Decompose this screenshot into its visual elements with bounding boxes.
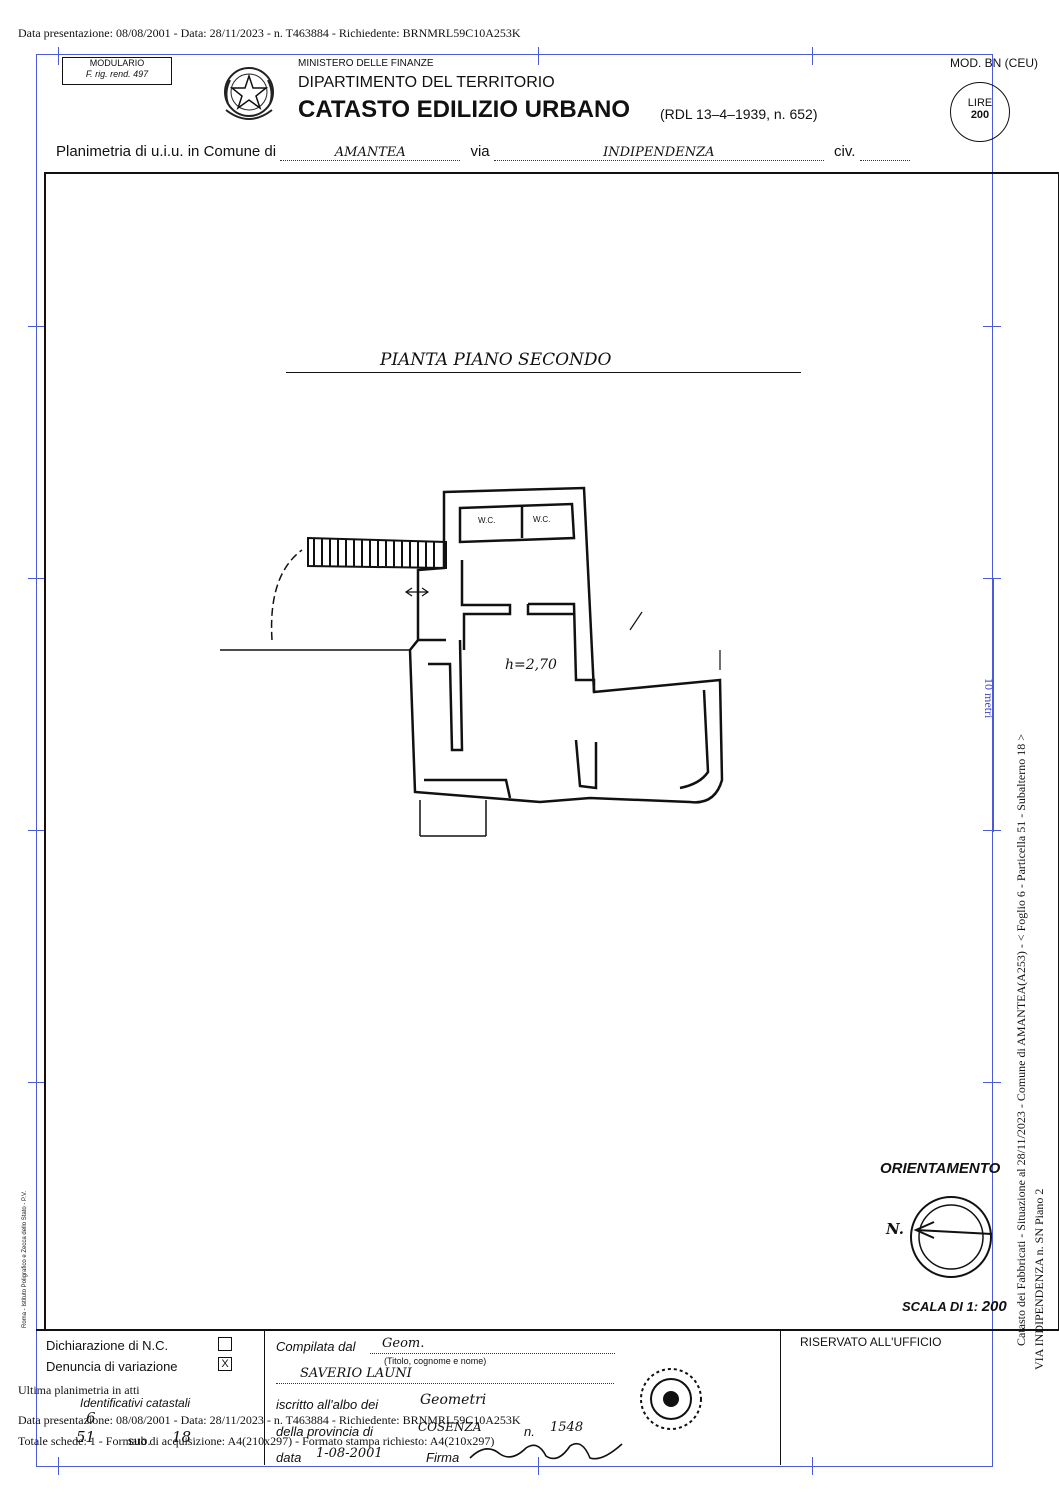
iscritto-label: iscritto all'albo dei [276, 1397, 379, 1412]
firma-label: Firma [426, 1450, 460, 1465]
north-arrow-icon [906, 1192, 996, 1282]
scale-bar-tick-top [987, 578, 999, 579]
modulario-label: MODULARIO [89, 58, 145, 68]
dichiarazione-row: Dichiarazione di N.C. [46, 1338, 168, 1353]
orientamento-label: ORIENTAMENTO [880, 1160, 1001, 1177]
identificativi-label: Identificativi catastali [80, 1396, 191, 1410]
denuncia-checkbox[interactable]: X [218, 1357, 232, 1371]
footer-divider-2 [780, 1329, 781, 1465]
floor-plan [210, 480, 740, 840]
north-label: N. [886, 1220, 904, 1238]
wc-label-1: W.C. [478, 516, 496, 525]
via-value: INDIPENDENZA [493, 145, 824, 161]
scale-bar-tick-bottom [987, 830, 999, 831]
scala-row: SCALA DI 1: 200 [902, 1298, 1007, 1315]
plan-title: PIANTA PIANO SECONDO [380, 350, 612, 370]
civ-label: civ. [833, 143, 856, 160]
modulario-box: MODULARIO F. rig. rend. 497 [62, 57, 172, 85]
printer-note: Roma - Istituto Poligrafico e Zecca dell… [22, 1190, 28, 1328]
planimetria-label: Planimetria di u.i.u. in Comune di [56, 143, 277, 160]
planimetria-row: Planimetria di u.i.u. in Comune di AMANT… [56, 143, 1046, 163]
wc-label-2: W.C. [533, 515, 551, 524]
provincia-label: della provincia di [276, 1424, 373, 1439]
modulario-ref: F. rig. rend. 497 [85, 69, 149, 79]
footer-divider-1 [264, 1329, 265, 1465]
denuncia-label: Denuncia di variazione [46, 1359, 178, 1374]
n-label: n. [524, 1424, 535, 1439]
model-code: MOD. BN (CEU) [950, 56, 1038, 70]
data-presentazione-footer: Data presentazione: 08/08/2001 - Data: 2… [18, 1413, 521, 1427]
scala-label: SCALA DI 1: [902, 1299, 979, 1314]
nome-value: SAVERIO LAUNI [300, 1366, 412, 1381]
provincia-value: COSENZA [418, 1420, 482, 1434]
signature-icon [466, 1436, 626, 1466]
stamp-line1: LIRE [967, 97, 993, 109]
nome-dots [276, 1383, 614, 1384]
compilata-dots [370, 1353, 615, 1354]
stamp-circle: LIRE 200 [950, 82, 1010, 142]
official-seal-icon [636, 1364, 706, 1434]
particella-value: 51 [76, 1428, 96, 1446]
comune-value: AMANTEA [280, 145, 461, 161]
document-title: CATASTO EDILIZIO URBANO [298, 96, 630, 123]
footer-frame [36, 1329, 991, 1467]
compilata-value: Geom. [382, 1336, 425, 1351]
ministry-label: MINISTERO DELLE FINANZE [298, 58, 434, 69]
law-reference: (RDL 13–4–1939, n. 652) [660, 106, 818, 122]
compilata-label: Compilata dal [276, 1339, 356, 1354]
dichiarazione-label: Dichiarazione di N.C. [46, 1338, 169, 1353]
sub-label: sub. [128, 1434, 151, 1448]
titolo-label: (Titolo, cognome e nome) [384, 1356, 487, 1366]
department-label: DIPARTIMENTO DEL TERRITORIO [298, 74, 555, 91]
data-label: data [276, 1450, 302, 1465]
scale-bar-line [993, 578, 994, 832]
plan-title-underline [286, 372, 801, 373]
totale-schede: Totale schede: 1 - Formato di acquisizio… [18, 1434, 495, 1448]
scala-value: 200 [981, 1298, 1007, 1315]
civ-value [859, 143, 910, 161]
riservato-label: RISERVATO ALL'UFFICIO [800, 1335, 942, 1349]
italian-emblem-icon [216, 60, 282, 128]
side-text-2: VIA INDIPENDENZA n. SN Piano 2 [1032, 1188, 1046, 1370]
ultima-planimetria: Ultima planimetria in atti [18, 1383, 140, 1397]
data-value: 1-08-2001 [316, 1446, 383, 1461]
blue-frame [36, 54, 993, 1467]
albo-value: Geometri [420, 1392, 487, 1408]
height-label: h=2,70 [505, 657, 557, 673]
scale-bar-label: 10 metri [982, 678, 996, 719]
dichiarazione-checkbox[interactable] [218, 1337, 232, 1351]
foglio-value: 6 [86, 1409, 96, 1427]
via-label: via [470, 143, 490, 160]
n-value: 1548 [550, 1420, 584, 1435]
sub-value: 18 [172, 1428, 192, 1446]
denuncia-row: Denuncia di variazione [46, 1359, 178, 1374]
header-info-line: Data presentazione: 08/08/2001 - Data: 2… [18, 26, 521, 40]
side-text-1: Catasto dei Fabbricati - Situazione al 2… [1014, 734, 1028, 1346]
stamp-line2: 200 [970, 109, 990, 121]
